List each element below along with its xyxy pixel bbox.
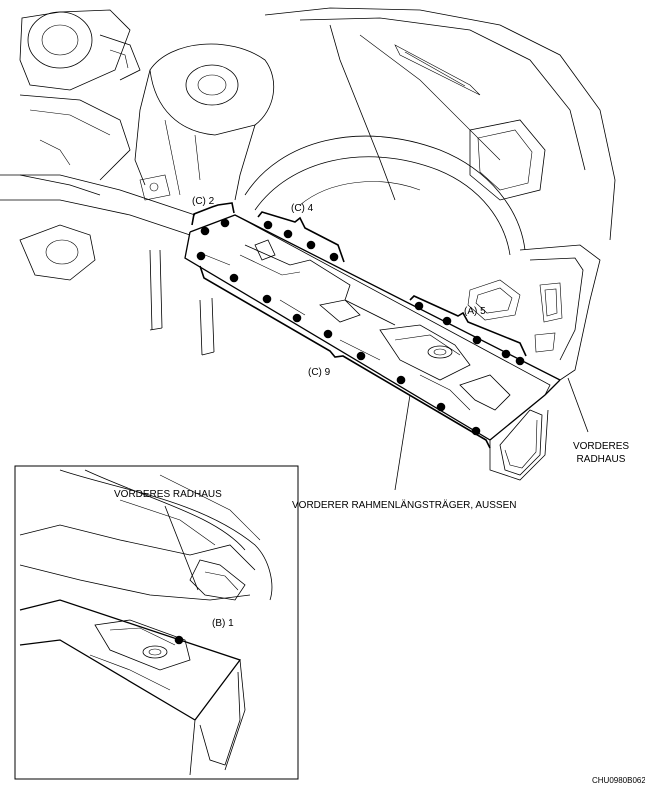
label-group-c2: (C) 2 — [192, 196, 215, 207]
weld-spot — [283, 229, 293, 239]
body-structure-lines — [0, 7, 616, 381]
weld-spot — [329, 252, 339, 262]
weld-spot — [442, 316, 452, 326]
weld-spot — [515, 356, 525, 366]
weld-spot — [306, 240, 316, 250]
weld-spot — [323, 329, 333, 339]
figure-code: CHU0980B062 — [592, 776, 645, 785]
weld-spot — [196, 251, 206, 261]
label-group-c4: (C) 4 — [291, 203, 314, 214]
label-group-b1: (B) 1 — [212, 618, 234, 629]
weld-spot — [436, 402, 446, 412]
weld-spot — [472, 335, 482, 345]
weld-spot — [200, 226, 210, 236]
label-inset-front-wheel-housing: VORDERES RADHAUS — [114, 489, 222, 500]
group-braces — [191, 202, 527, 449]
label-group-a5: (A) 5 — [464, 306, 486, 317]
weld-spot — [501, 349, 511, 359]
front-frame-rail — [184, 214, 561, 481]
weld-spot — [220, 218, 230, 228]
label-front-wheel-housing: VORDERES RADHAUS — [572, 441, 630, 465]
weld-spot — [263, 220, 273, 230]
weld-spot — [396, 375, 406, 385]
inset-detail — [14, 465, 299, 780]
weld-spot — [229, 273, 239, 283]
leader-lines — [394, 377, 589, 491]
weld-spot — [414, 301, 424, 311]
weld-spot — [262, 294, 272, 304]
weld-spot — [356, 351, 366, 361]
weld-spot — [292, 313, 302, 323]
label-front-frame-outer: VORDERER RAHMENLÄNGSTRÄGER, AUSSEN — [292, 500, 517, 511]
label-group-c9: (C) 9 — [308, 367, 331, 378]
